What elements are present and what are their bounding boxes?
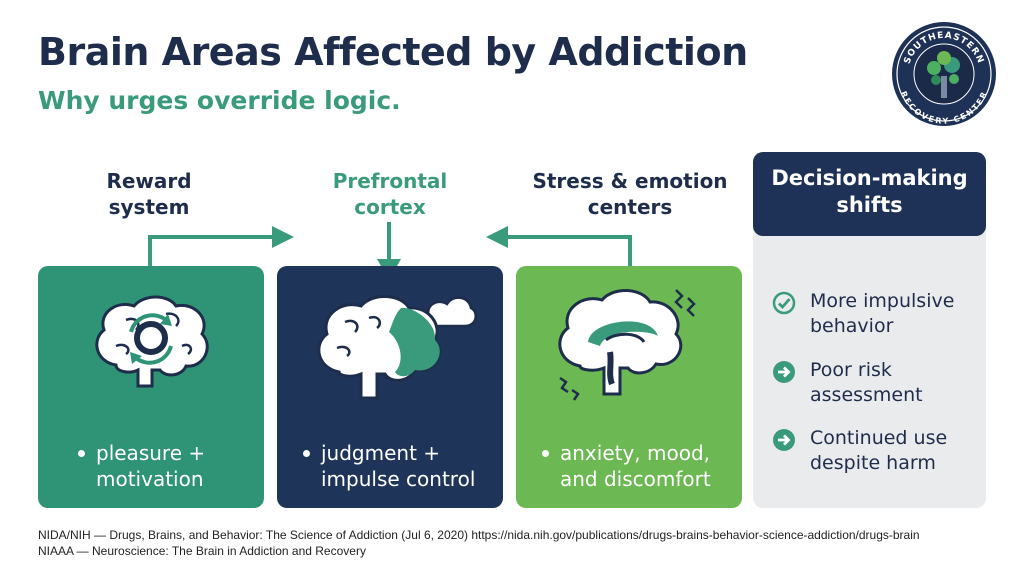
reference-2: NIAAA — Neuroscience: The Brain in Addic… bbox=[38, 544, 366, 558]
decision-item-2-line2: assessment bbox=[810, 384, 923, 406]
reference-1: NIDA/NIH — Drugs, Brains, and Behavior: … bbox=[38, 528, 920, 542]
decision-item-2: Poor risk assessment bbox=[810, 358, 923, 408]
arrow-left-icon bbox=[486, 226, 508, 248]
prefrontal-label-line1: Prefrontal bbox=[332, 169, 448, 193]
tree-logo-icon: SOUTHEASTERN RECOVERY CENTER bbox=[890, 20, 998, 128]
reward-bullet-line2: motivation bbox=[96, 467, 204, 491]
bullet-dot bbox=[78, 450, 85, 457]
brain-reward-icon bbox=[95, 295, 209, 388]
prefrontal-cortex-card: judgment + impulse control bbox=[277, 266, 503, 508]
stress-emotion-card: anxiety, mood, and discomfort bbox=[516, 266, 742, 508]
reward-system-label: Reward system bbox=[64, 168, 234, 220]
decision-item-1-line2: behavior bbox=[810, 315, 894, 337]
reward-bullet: pleasure + motivation bbox=[78, 440, 206, 492]
bullet-dot bbox=[542, 450, 549, 457]
prefrontal-label-line2: cortex bbox=[354, 195, 426, 219]
reward-label-line2: system bbox=[108, 195, 190, 219]
decision-title-line1: Decision-making bbox=[771, 166, 968, 190]
brain-prefrontal-icon bbox=[317, 295, 478, 400]
brain-stress-icon bbox=[558, 289, 696, 401]
arrow-right-icon bbox=[272, 226, 294, 248]
prefrontal-bullet-line2: impulse control bbox=[321, 467, 476, 491]
prefrontal-cortex-label: Prefrontal cortex bbox=[300, 168, 480, 220]
bullet-dot bbox=[303, 450, 310, 457]
reward-bullet-line1: pleasure + bbox=[96, 441, 206, 465]
arrow-right-circle-icon bbox=[773, 361, 795, 383]
decision-panel-header: Decision-making shifts bbox=[753, 152, 986, 236]
decision-title-line2: shifts bbox=[836, 193, 903, 217]
stress-label-line1: Stress & emotion bbox=[532, 169, 728, 193]
page-title: Brain Areas Affected by Addiction bbox=[38, 30, 748, 74]
prefrontal-bullet-line1: judgment + bbox=[321, 441, 441, 465]
stress-label-line2: centers bbox=[587, 195, 673, 219]
stress-bullet-line2: and discomfort bbox=[560, 467, 711, 491]
stress-bullet-line1: anxiety, mood, bbox=[560, 441, 711, 465]
stress-emotion-label: Stress & emotion centers bbox=[510, 168, 750, 220]
logo: SOUTHEASTERN RECOVERY CENTER bbox=[888, 18, 1000, 130]
decision-item-3-line2: despite harm bbox=[810, 452, 936, 474]
prefrontal-bullet: judgment + impulse control bbox=[303, 440, 476, 492]
check-circle-icon bbox=[772, 291, 796, 315]
decision-item-1: More impulsive behavior bbox=[810, 289, 954, 339]
decision-item-3-line1: Continued use bbox=[810, 427, 948, 449]
arrow-right-circle-icon bbox=[773, 429, 795, 451]
page-subtitle: Why urges override logic. bbox=[38, 86, 401, 115]
reward-system-card: pleasure + motivation bbox=[38, 266, 264, 508]
reward-label-line1: Reward bbox=[106, 169, 192, 193]
decision-item-1-line1: More impulsive bbox=[810, 290, 955, 312]
stress-bullet: anxiety, mood, and discomfort bbox=[542, 440, 711, 492]
decision-item-2-line1: Poor risk bbox=[810, 359, 892, 381]
decision-item-3: Continued use despite harm bbox=[810, 426, 947, 476]
